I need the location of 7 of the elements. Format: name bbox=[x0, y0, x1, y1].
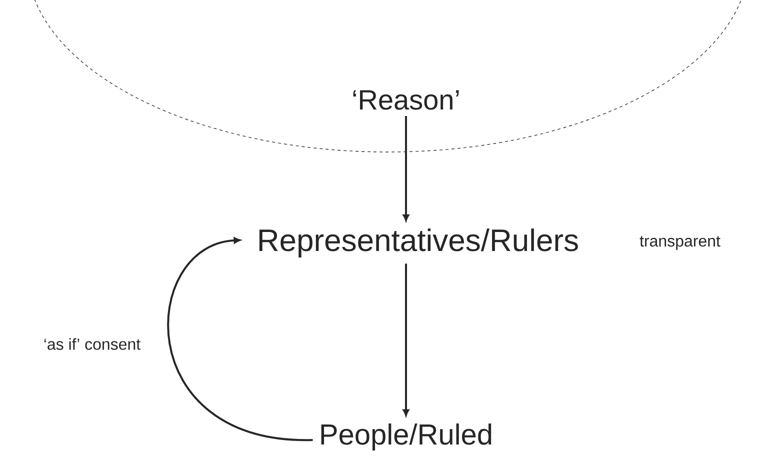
arrow bbox=[402, 116, 410, 222]
side-label: transparent bbox=[640, 236, 720, 250]
edge-label: ‘as if’ consent bbox=[44, 338, 140, 350]
arrow bbox=[402, 264, 410, 416]
node-text: People/Ruled bbox=[321, 423, 492, 450]
arrow bbox=[167, 237, 313, 441]
node-text: Representatives/Rulers bbox=[259, 228, 578, 258]
